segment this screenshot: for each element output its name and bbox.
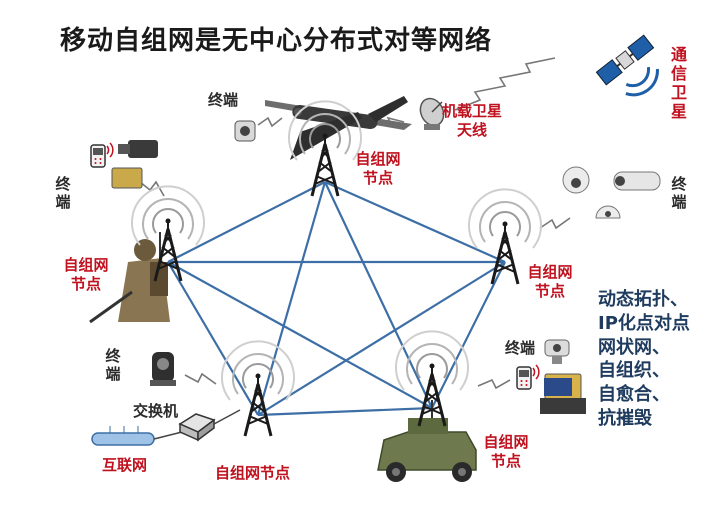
right-terminal-cameras-icon <box>562 166 661 219</box>
satellite-label: 通信卫星 <box>670 45 687 121</box>
satellite-icon <box>595 34 659 97</box>
link-top-bottom-right <box>324 181 433 409</box>
signal-right-terminal <box>539 217 571 230</box>
left-terminal-devices-icon <box>90 140 158 189</box>
link-left-bottom-right <box>167 261 433 409</box>
terminal-label-uav: 终端 <box>208 91 239 109</box>
feature-item: 自愈合、 <box>598 384 670 405</box>
lower-left-terminal-camera-icon <box>150 352 176 386</box>
link-left-bottom-left <box>167 261 259 416</box>
node-label-right: 自组网节点 <box>527 263 573 300</box>
internet-bar-icon <box>91 426 191 446</box>
switch-label: 交换机 <box>133 402 179 420</box>
link-bottom-left-bottom-right <box>257 406 433 417</box>
mesh-links <box>167 180 506 417</box>
lower-right-terminal-devices-icon <box>516 339 586 414</box>
page-title: 移动自组网是无中心分布式对等网络 <box>60 26 493 56</box>
link-right-bottom-right <box>431 261 506 409</box>
internet-label: 互联网 <box>102 456 148 474</box>
feature-item: 自组织、 <box>598 360 670 382</box>
airborne-antenna-label: 机载卫星天线 <box>441 102 502 139</box>
airborne-antenna-icon <box>419 97 445 130</box>
link-top-bottom-left <box>256 181 327 416</box>
node-label-bottom-left: 自组网节点 <box>215 464 291 482</box>
terminal-label-lower-left: 终端 <box>105 347 121 383</box>
signal-left-terminal <box>139 180 165 197</box>
signal-lower-left-terminal <box>184 372 217 385</box>
armored-vehicle-icon <box>377 400 477 482</box>
link-top-right <box>324 180 506 264</box>
feature-item: 动态拓扑、 <box>598 289 688 310</box>
link-right-bottom-left <box>257 261 506 416</box>
feature-item: 抗摧毁 <box>598 407 652 429</box>
feature-list: 动态拓扑、 IP化点对点 网状网、 自组织、 自愈合、 抗摧毁 <box>598 288 716 431</box>
terminal-label-right: 终端 <box>671 175 687 211</box>
signal-lower-right-terminal <box>477 378 511 390</box>
uav-terminal-camera-icon <box>234 120 256 142</box>
terminal-label-left: 终端 <box>55 175 71 211</box>
signal-uav-terminal <box>257 116 283 128</box>
link-top-left <box>167 181 326 263</box>
terminal-label-lower-right: 终端 <box>505 339 536 357</box>
node-label-bottom-right: 自组网节点 <box>483 433 529 470</box>
node-label-left: 自组网节点 <box>63 256 109 293</box>
node-tower-bottom-left <box>221 340 295 438</box>
signal-satellite-antenna <box>454 57 556 111</box>
feature-item: IP化点对点 <box>598 312 690 334</box>
feature-item: 网状网、 <box>598 336 670 358</box>
switch-icon <box>178 409 241 442</box>
node-label-top: 自组网节点 <box>355 150 401 187</box>
